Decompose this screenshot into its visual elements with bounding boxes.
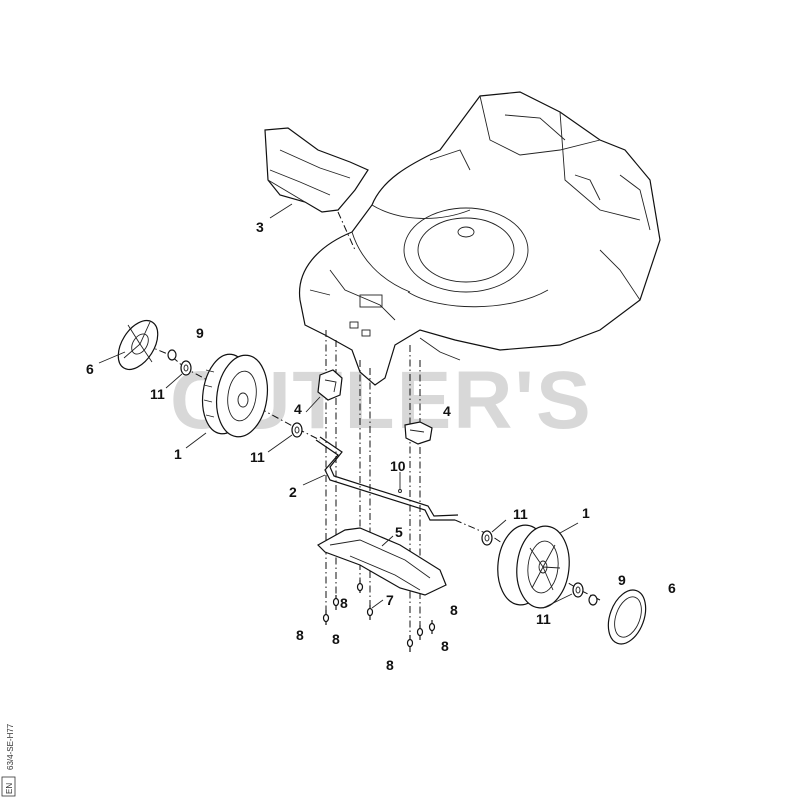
part-5-height-adjust-plate	[317, 527, 447, 596]
part-7-screw	[366, 605, 374, 620]
callout-11-left-inner: 11	[250, 449, 265, 465]
callout-4-left: 4	[294, 401, 302, 417]
part-11-bearing-left-outer	[180, 360, 192, 376]
part-9-nut-right	[588, 594, 598, 606]
part-1-wheel-left	[201, 353, 269, 438]
callout-5: 5	[395, 524, 403, 540]
callout-1-right: 1	[582, 505, 590, 521]
drawing-ref-number: 63/4-SE-H77	[6, 723, 15, 770]
mower-deck-housing	[298, 91, 661, 386]
callout-2: 2	[289, 484, 297, 500]
part-3-front-cover	[264, 127, 369, 213]
part-6-wheel-cap-left	[117, 319, 159, 371]
callout-11-right-inner: 11	[513, 506, 528, 522]
drawing-reference: 63/4-SE-H77 EN	[1, 723, 16, 797]
callout-3: 3	[256, 219, 264, 235]
callout-11-right-outer: 11	[536, 611, 551, 627]
part-11-bearing-right-inner	[481, 530, 493, 546]
callout-leaders	[98, 203, 579, 609]
callout-7: 7	[386, 592, 394, 608]
callout-8-e: 8	[441, 638, 449, 654]
callout-8-f: 8	[386, 657, 394, 673]
part-11-bearing-right-outer	[572, 582, 584, 598]
callout-1-left: 1	[174, 446, 182, 462]
part-4-bracket-right	[404, 421, 433, 445]
part-6-wheel-cap-right	[607, 589, 647, 645]
callout-9-left: 9	[196, 325, 204, 341]
part-8-screws	[322, 580, 436, 652]
callout-4-right: 4	[443, 403, 451, 419]
part-11-bearing-left-inner	[291, 422, 303, 438]
callout-8-a: 8	[340, 595, 348, 611]
callout-9-right: 9	[618, 572, 626, 588]
part-4-bracket-left	[317, 369, 343, 401]
callout-labels: 3 9 6 11 1 11 4 4 10 2 11 1 5 9 6 11 8 7…	[86, 219, 676, 673]
part-9-nut-left	[167, 349, 177, 361]
callout-10: 10	[390, 458, 406, 474]
callout-8-d: 8	[450, 602, 458, 618]
drawing-ref-lang: EN	[5, 783, 14, 794]
callout-8-b: 8	[296, 627, 304, 643]
callout-8-c: 8	[332, 631, 340, 647]
callout-6-left: 6	[86, 361, 94, 377]
callout-11-left-outer: 11	[150, 386, 165, 402]
callout-6-right: 6	[668, 580, 676, 596]
part-1-wheel-right	[497, 524, 570, 609]
part-2-axle	[315, 436, 459, 521]
